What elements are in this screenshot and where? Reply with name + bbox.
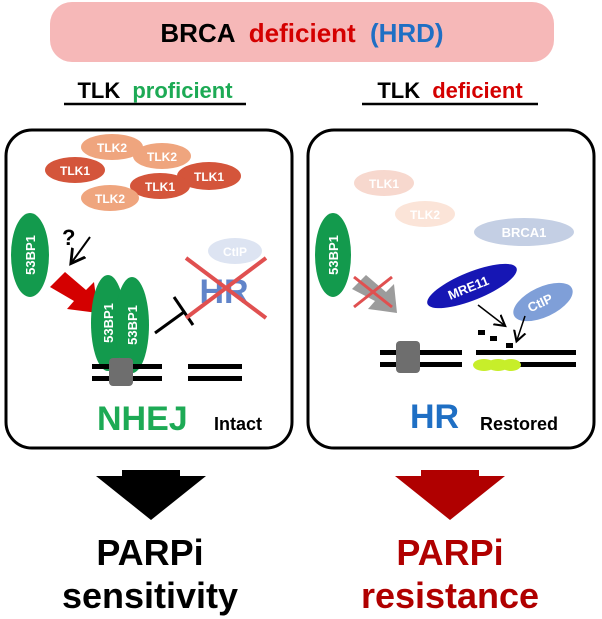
right-panel: TLK1 TLK2 BRCA1 53BP1 MRE11 CtIP [306,128,596,450]
svg-text:BRCA deficient (HR: BRCA deficient (HRD) [160,18,443,48]
faded-tlk2: TLK2 [395,201,455,227]
recruitment-arrow-icon [50,272,98,313]
free-53bp1-label: 53BP1 [23,235,38,275]
cross-icon [353,275,393,309]
bound-53bp1-pair: 53BP1 53BP1 [91,275,149,373]
right-column-title: TLK deficient [362,78,538,106]
tlk1-label: TLK1 [194,170,224,184]
histone-block [109,358,133,386]
faded-tlk1: TLK1 [354,170,414,196]
right-result-resistance: resistance [361,575,539,616]
hr-blocked: HR [184,256,268,320]
faded-tlk1-label: TLK1 [369,177,399,191]
faded-tlk2-label: TLK2 [410,208,440,222]
ctip-faded: CtIP [208,238,262,264]
right-title-deficient: deficient [432,78,523,103]
free-53bp1: 53BP1 [11,213,49,297]
svg-text:TLK proficient: TLK proficient [77,78,233,103]
ctip: CtIP [513,282,573,322]
brca1-label: BRCA1 [502,225,547,240]
bound-53bp1-label: 53BP1 [101,303,116,343]
rpa-coating [501,359,521,371]
tlk1-ellipse: TLK1 [45,157,105,183]
tlk2-label: TLK2 [97,141,127,155]
unbound-53bp1: 53BP1 [315,213,351,297]
tlk2-ellipse: TLK2 [133,143,191,169]
tlk2-ellipse: TLK2 [81,134,143,160]
tlk2-ellipse: TLK2 [81,185,139,211]
inhibition-icon [154,296,195,335]
left-title-proficient: proficient [132,78,233,103]
right-result-parpi: PARPi [396,532,503,573]
hr-label: HR [410,398,459,436]
question-mark: ? [62,225,75,250]
intact-label: Intact [214,414,262,434]
histone-block [396,341,420,373]
tlk2-label: TLK2 [147,150,177,164]
tlk1-label: TLK1 [60,164,90,178]
left-result-sensitivity: sensitivity [62,575,238,616]
tlk-cluster: TLK2 TLK2 TLK1 TLK1 TLK1 TLK2 [45,134,241,211]
tlk1-ellipse: TLK1 [177,162,241,190]
unbound-53bp1-label: 53BP1 [326,235,341,275]
ctip-label: CtIP [223,245,247,259]
resection-arrow-icon [517,315,525,340]
cross-icon [184,256,268,320]
restored-label: Restored [480,414,558,434]
left-panel: TLK2 TLK2 TLK1 TLK1 TLK1 TLK2 [4,128,294,450]
left-result-parpi: PARPi [96,532,203,573]
svg-text:TLK deficient: TLK deficient [377,78,523,103]
nucleotide-fragments [478,330,513,348]
bound-53bp1-label: 53BP1 [125,305,140,345]
nhej-label: NHEJ [97,400,188,438]
header-hrd: (HRD) [370,18,444,48]
header-banner: BRCA deficient (HRD) [50,2,554,62]
left-column-title: TLK proficient [64,78,246,106]
down-arrow-icon [395,470,505,520]
header-brca: BRCA [160,18,235,48]
tlk1-label: TLK1 [145,180,175,194]
left-title-tlk: TLK [77,78,120,103]
dna-strands [380,341,576,373]
dna-strands [92,358,242,386]
resection-arrow-icon [477,304,504,325]
right-title-tlk: TLK [377,78,420,103]
tlk1-ellipse: TLK1 [130,173,190,199]
thin-arrow-icon [72,236,91,262]
tlk2-label: TLK2 [95,192,125,206]
header-background [50,2,554,62]
header-deficient: deficient [249,18,356,48]
down-arrow-icon [96,470,206,520]
brca1-faded: BRCA1 [474,218,574,246]
